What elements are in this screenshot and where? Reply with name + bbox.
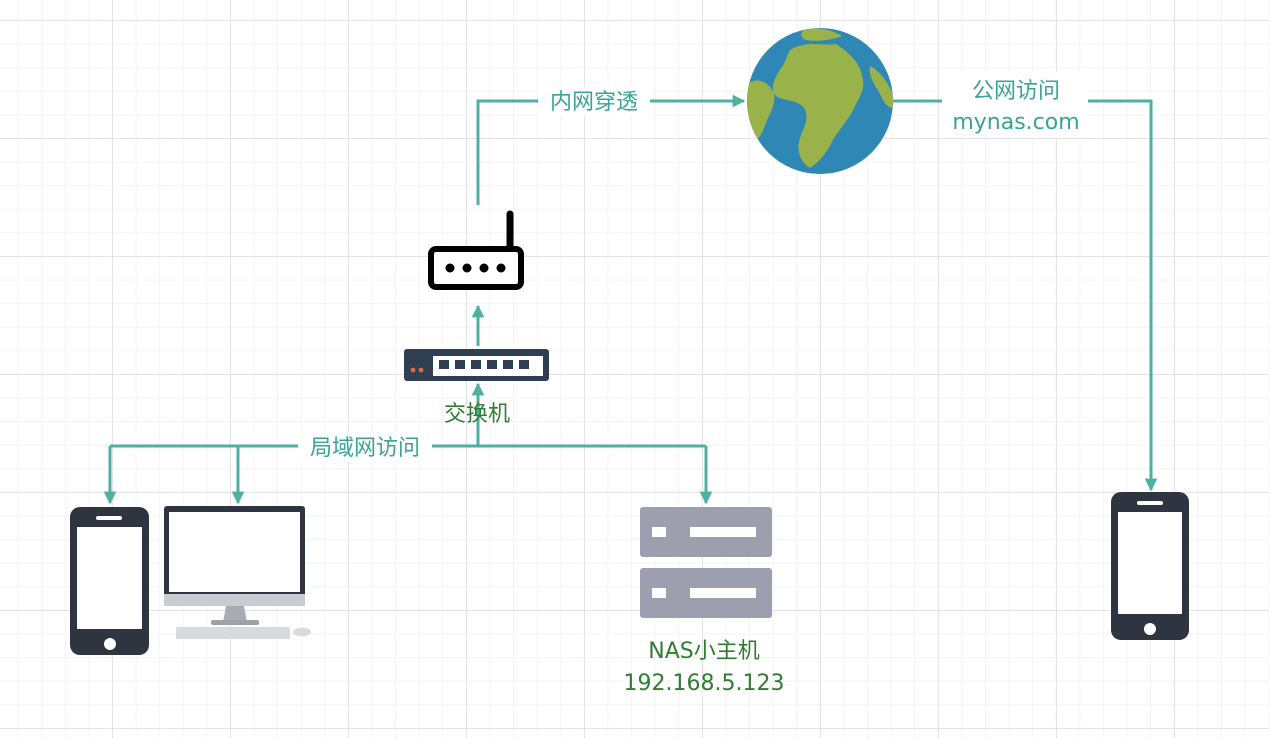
router-icon (428, 210, 524, 290)
server-icon (640, 507, 772, 618)
public-access-label: 公网访问 (972, 79, 1060, 104)
network-switch-icon (404, 349, 549, 381)
connector-router-to-globe (476, 94, 746, 205)
smartphone-icon (1111, 492, 1189, 640)
connector-globe-to-remote-phone (893, 99, 1158, 492)
connectors (103, 94, 1158, 505)
desktop-monitor-icon (164, 506, 311, 639)
lan-access-label: 局域网访问 (310, 436, 420, 461)
tunnel-label: 内网穿透 (550, 90, 638, 115)
nas-name-label: NAS小主机 (648, 639, 759, 664)
globe-icon (747, 28, 893, 174)
nas-ip-label: 192.168.5.123 (624, 671, 785, 696)
switch-label: 交换机 (444, 402, 510, 427)
domain-label: mynas.com (952, 110, 1079, 135)
smartphone-icon (70, 507, 149, 655)
